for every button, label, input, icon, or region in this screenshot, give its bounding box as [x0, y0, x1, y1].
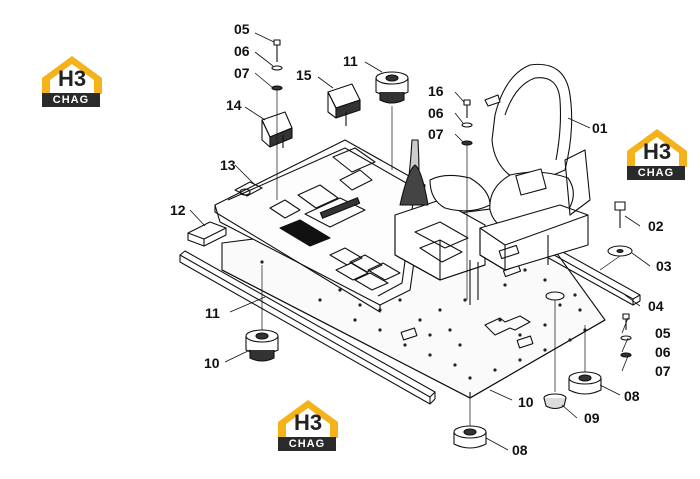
operator-seat-part-01 — [429, 63, 591, 305]
rubber-mount-part-08-right — [568, 371, 602, 395]
rubber-mount-part-11-bottom — [245, 329, 279, 362]
callout-12: 11 — [205, 305, 220, 321]
house-logo-icon — [278, 400, 338, 438]
callout-15-left: 14 — [226, 97, 242, 113]
bolt-stack-16 — [461, 99, 473, 146]
brand-logo-right: H3 CHAG — [625, 125, 689, 181]
callout-07-right: 07 — [655, 363, 671, 379]
rail-bar-part-13 — [187, 221, 227, 247]
pedal-part-15-right — [327, 83, 361, 126]
callout-06-top: 06 — [234, 43, 250, 59]
logo-mark-text: H3 — [642, 139, 672, 164]
logo-brand-text: CHAG — [42, 93, 100, 107]
callout-09: 09 — [584, 410, 600, 426]
callout-05-right: 05 — [655, 325, 671, 341]
callout-10: 10 — [518, 394, 534, 410]
callout-06-mid: 06 — [428, 105, 444, 121]
rail-bar-part-12 — [179, 250, 436, 405]
plug-part-09 — [543, 393, 567, 410]
callout-11-top: 11 — [343, 53, 358, 69]
callout-15-right: 15 — [296, 67, 312, 83]
callout-13: 12 — [170, 202, 186, 218]
callout-08-right: 08 — [624, 388, 640, 404]
rubber-mount-part-11-top — [375, 71, 409, 104]
callout-14: 13 — [220, 157, 236, 173]
callout-04: 04 — [648, 298, 664, 314]
brand-logo-bottom: H3 CHAG — [276, 396, 340, 452]
callout-07-top: 07 — [234, 65, 250, 81]
house-logo-icon — [627, 129, 687, 167]
callout-03: 03 — [656, 258, 672, 274]
logo-brand-text: CHAG — [278, 437, 336, 451]
brand-logo-left: H3 CHAG — [40, 52, 104, 108]
callout-01: 01 — [592, 120, 608, 136]
callout-07-mid: 07 — [428, 126, 444, 142]
house-logo-icon — [42, 56, 102, 94]
bolt-stack-right — [620, 313, 632, 358]
control-console — [394, 139, 486, 281]
callout-02: 02 — [648, 218, 664, 234]
logo-mark-text: H3 — [57, 66, 87, 91]
callout-05-top: 05 — [234, 21, 250, 37]
callout-06-right: 06 — [655, 344, 671, 360]
callout-16: 16 — [428, 83, 444, 99]
logo-mark-text: H3 — [293, 410, 323, 435]
callout-08-bottom: 08 — [512, 442, 528, 458]
logo-brand-text: CHAG — [627, 166, 685, 180]
bolt-stack-top — [271, 39, 283, 91]
callout-11-left: 10 — [204, 355, 220, 371]
bolt-part-02 — [607, 201, 633, 257]
rubber-mount-part-08-bottom — [453, 425, 487, 449]
